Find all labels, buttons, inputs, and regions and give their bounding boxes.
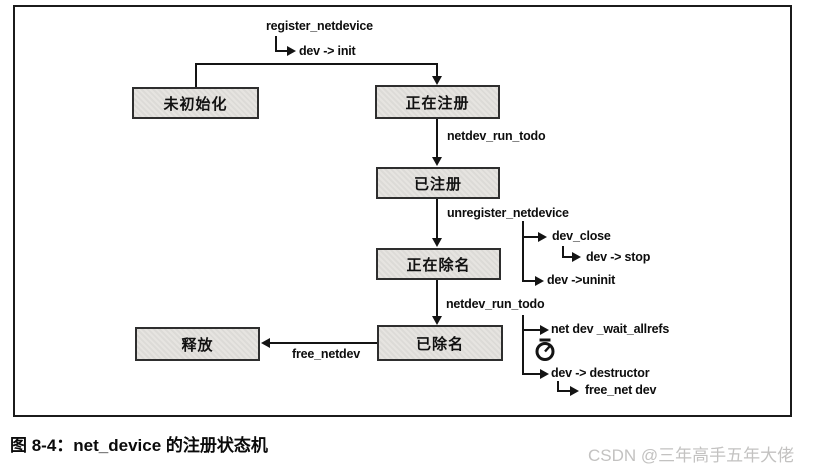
connector-line (524, 329, 541, 331)
connector-line (436, 63, 438, 77)
connector-line (275, 36, 277, 52)
label-register-netdevice: register_netdevice (266, 19, 373, 33)
state-label: 释放 (181, 336, 214, 354)
connector-line (275, 50, 288, 52)
label-netdev-run-todo-top: netdev_run_todo (447, 129, 546, 143)
connector-line (436, 199, 438, 239)
connector-line (524, 373, 541, 375)
connector-line (522, 315, 524, 375)
connector-line (195, 63, 438, 65)
connector-line (557, 390, 571, 392)
connector-line (562, 256, 573, 258)
arrow-left-icon (261, 338, 270, 348)
label-dev-destructor: dev -> destructor (551, 366, 650, 380)
label-dev-init: dev -> init (299, 44, 356, 58)
state-label: 已除名 (415, 335, 464, 353)
state-label: 未初始化 (163, 95, 228, 113)
arrow-down-icon (432, 76, 442, 85)
state-box-freed: 释放 (135, 327, 260, 361)
state-box-uninitialized: 未初始化 (132, 87, 259, 119)
connector-line (522, 221, 524, 282)
connector-line (195, 63, 197, 87)
connector-line (557, 381, 559, 392)
state-box-registering: 正在注册 (375, 85, 500, 119)
arrow-right-icon (572, 252, 581, 262)
arrow-down-icon (432, 157, 442, 166)
arrow-right-icon (540, 369, 549, 379)
connector-line (524, 236, 539, 238)
state-label: 已注册 (413, 175, 462, 193)
connector-line (524, 280, 536, 282)
connector-line (436, 119, 438, 158)
arrow-down-icon (432, 238, 442, 247)
label-netdev-wait-allrefs: net dev _wait_allrefs (551, 322, 670, 336)
connector-line (269, 342, 377, 344)
label-netdev-run-todo-bottom: netdev_run_todo (446, 297, 545, 311)
state-box-registered: 已注册 (376, 167, 500, 199)
label-unregister-netdevice: unregister_netdevice (447, 206, 569, 220)
watermark-text: CSDN @三年高手五年大佬 (588, 446, 795, 465)
label-dev-close: dev_close (552, 229, 611, 243)
state-label: 正在注册 (405, 94, 470, 112)
arrow-right-icon (538, 232, 547, 242)
connector-line (562, 246, 564, 258)
arrow-down-icon (432, 316, 442, 325)
figure-caption: 图 8-4：net_device 的注册状态机 (10, 436, 268, 455)
label-free-netdev: free_netdev (292, 347, 360, 361)
arrow-right-icon (287, 46, 296, 56)
stopwatch-icon (535, 338, 555, 361)
state-box-unregistering: 正在除名 (376, 248, 501, 280)
arrow-right-icon (535, 276, 544, 286)
label-free-net-dev: free_net dev (585, 383, 657, 397)
arrow-right-icon (570, 386, 579, 396)
state-label: 正在除名 (406, 256, 471, 274)
connector-line (436, 280, 438, 318)
arrow-right-icon (540, 325, 549, 335)
state-box-unregistered: 已除名 (377, 325, 503, 361)
label-dev-stop: dev -> stop (586, 250, 651, 264)
label-dev-uninit: dev ->uninit (547, 273, 616, 287)
